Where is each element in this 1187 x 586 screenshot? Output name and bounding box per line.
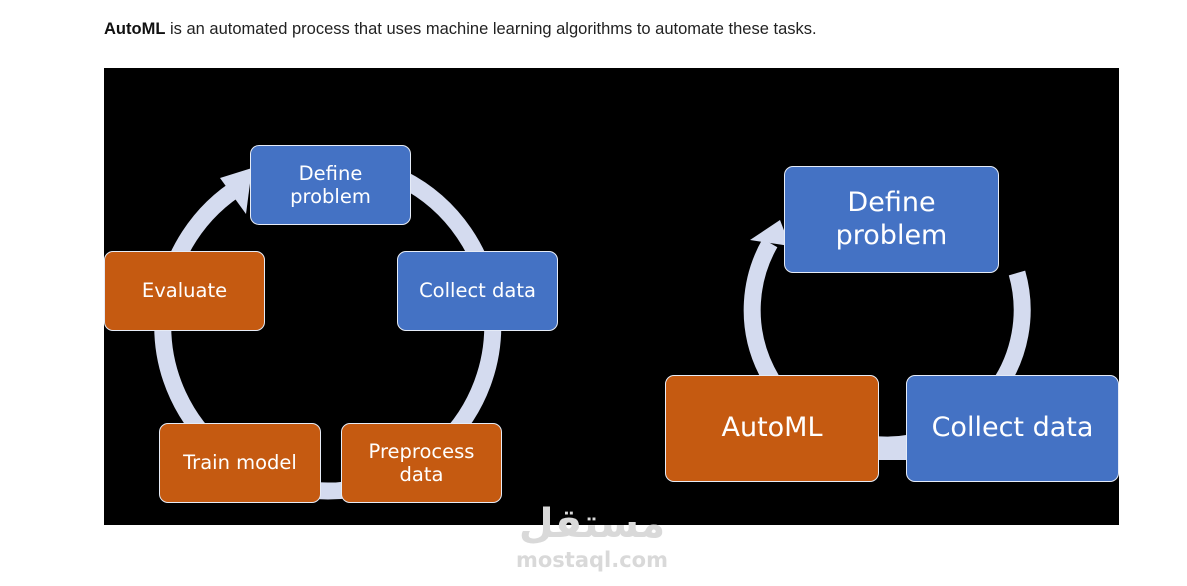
step-collect-data: Collect data	[397, 251, 558, 331]
right-cycle-connector	[874, 443, 914, 460]
intro-term: AutoML	[104, 20, 166, 38]
step-train-model: Train model	[159, 423, 321, 503]
automl-step-collect-data: Collect data	[906, 375, 1119, 482]
step-evaluate: Evaluate	[104, 251, 265, 331]
intro-paragraph: AutoML is an automated process that uses…	[104, 20, 817, 39]
right-cycle-arrowhead	[750, 220, 790, 246]
mostaql-watermark: مستقل mostaql.com	[512, 500, 672, 572]
intro-text: is an automated process that uses machin…	[165, 20, 817, 38]
automl-step-automl: AutoML	[665, 375, 879, 482]
left-cycle-arrowhead	[220, 168, 252, 214]
watermark-arabic: مستقل	[518, 501, 666, 547]
watermark-latin: mostaql.com	[516, 548, 668, 572]
